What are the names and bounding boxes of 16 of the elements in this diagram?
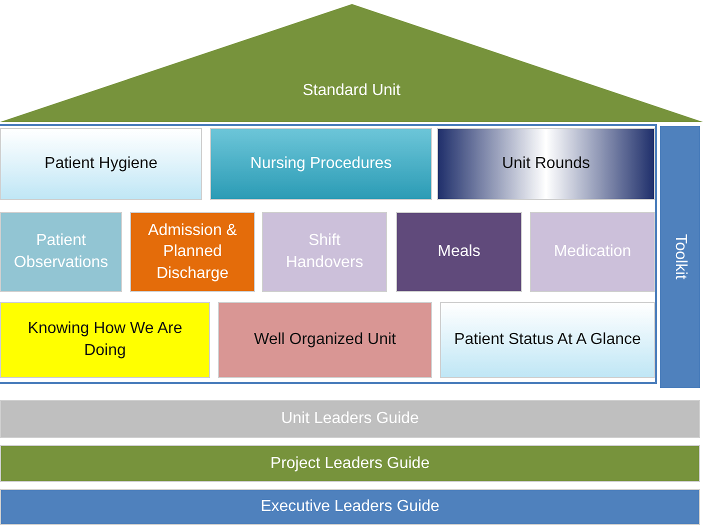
- theme-tile: Medication: [530, 212, 655, 292]
- theme-tile: Well Organized Unit: [218, 302, 432, 378]
- foundation-bar: Project Leaders Guide: [0, 445, 700, 482]
- theme-tile: Meals: [396, 212, 522, 292]
- foundation-bar: Executive Leaders Guide: [0, 489, 700, 525]
- theme-tile: Patient Status At A Glance: [440, 302, 655, 378]
- foundation-bar: Unit Leaders Guide: [0, 400, 700, 438]
- roof-label: Standard Unit: [302, 82, 400, 100]
- theme-tile: Knowing How We Are Doing: [0, 302, 210, 378]
- theme-tile: Unit Rounds: [437, 128, 655, 200]
- theme-tile: Patient Observations: [0, 212, 122, 292]
- theme-tile: Shift Handovers: [262, 212, 387, 292]
- theme-tile: Admission & Planned Discharge: [130, 212, 255, 292]
- theme-tile: Patient Hygiene: [0, 128, 202, 200]
- theme-tile: Nursing Procedures: [210, 128, 432, 200]
- toolkit-bar: Toolkit: [660, 126, 700, 388]
